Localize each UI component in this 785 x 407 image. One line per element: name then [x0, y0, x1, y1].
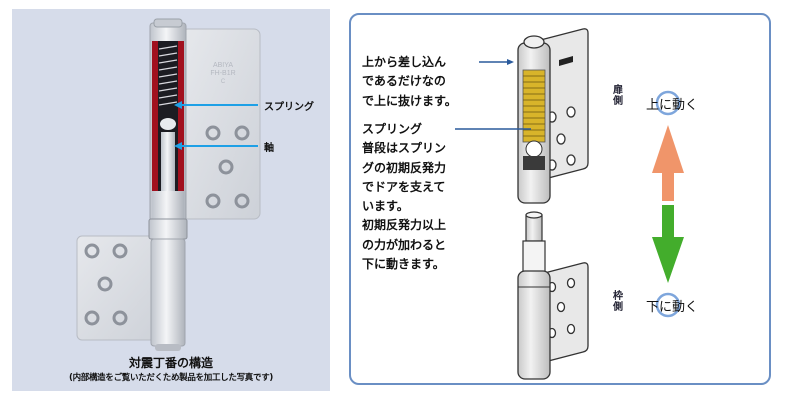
top-note-leader	[479, 59, 514, 65]
pin-shoulder	[522, 240, 546, 276]
spring-coils	[158, 45, 178, 106]
photo-caption-subtitle: (内部構造をご覧いただくため製品を加工した写真です)	[69, 373, 273, 383]
lower-barrel	[517, 270, 551, 380]
top-note: 上から差し込ん であるだけなの で上に抜けます。	[362, 53, 457, 111]
spring-note-line: スプリング	[362, 122, 423, 136]
hinge-photo-panel: ABIYA FH-B1R C	[12, 9, 330, 391]
upper-barrel-cap	[523, 35, 545, 49]
top-note-line: 上から差し込ん	[362, 55, 447, 69]
down-motion-circle	[655, 292, 681, 318]
bearing-ball	[525, 140, 543, 158]
hinge-barrel-lower	[150, 238, 186, 347]
frame-side-label: 枠側	[613, 291, 623, 313]
door-side-label: 扉側	[613, 85, 623, 107]
spring-note: スプリング 普段はスプリン グの初期反発力 でドアを支えて います。 初期反発力…	[362, 120, 446, 274]
spring-callout-label: スプリング	[264, 102, 314, 113]
spring-note-line: 下に動きます。	[362, 257, 445, 272]
door-leaf-marking	[559, 56, 573, 66]
top-note-line: で上に抜けます。	[362, 93, 457, 108]
plate-grade: C	[221, 79, 226, 85]
top-note-line: であるだけなの	[362, 74, 446, 89]
hinge-photo: ABIYA FH-B1R C	[76, 18, 261, 351]
spring-note-line: でドアを支えて	[362, 179, 446, 194]
up-arrow	[652, 125, 684, 201]
bearing-seat	[523, 156, 545, 170]
hinge-pin	[525, 214, 543, 242]
spring-note-line: います。	[362, 199, 409, 214]
down-arrow	[652, 205, 684, 283]
shaft	[161, 132, 175, 191]
spring-note-line: の力が加わると	[362, 237, 447, 252]
photo-caption-title: 対震丁番の構造	[128, 356, 213, 370]
barrel-knuckle	[148, 218, 188, 240]
plate-model: FH-B1R	[210, 70, 235, 77]
hinge-diagram-frame: 上から差し込ん であるだけなの で上に抜けます。 スプリング 普段はスプリン グ…	[349, 13, 771, 385]
spring-note-line: グの初期反発力	[362, 160, 447, 175]
hinge-diagram	[455, 28, 684, 380]
move-down-label: 下に動く	[646, 300, 699, 315]
barrel-mid	[152, 191, 184, 221]
spring-note-line: 普段はスプリン	[362, 141, 447, 156]
up-motion-circle	[655, 90, 681, 116]
shaft-callout-label: 軸	[264, 143, 274, 154]
move-up-label: 上に動く	[646, 98, 699, 113]
upper-leaf-plate	[181, 28, 261, 220]
barrel-top-cap	[153, 18, 183, 28]
ball-bearing	[160, 118, 176, 130]
spring-note-line: 初期反発力以上	[362, 218, 447, 233]
barrel-bottom-cap	[155, 344, 181, 351]
spring-coil-lines	[523, 75, 545, 137]
upper-leaf-holes	[205, 125, 250, 209]
spring-callout-arrow	[174, 101, 258, 109]
plate-marking: ABIYA	[213, 62, 233, 69]
shaft-callout-arrow	[174, 142, 258, 150]
lower-leaf-holes	[84, 243, 128, 326]
